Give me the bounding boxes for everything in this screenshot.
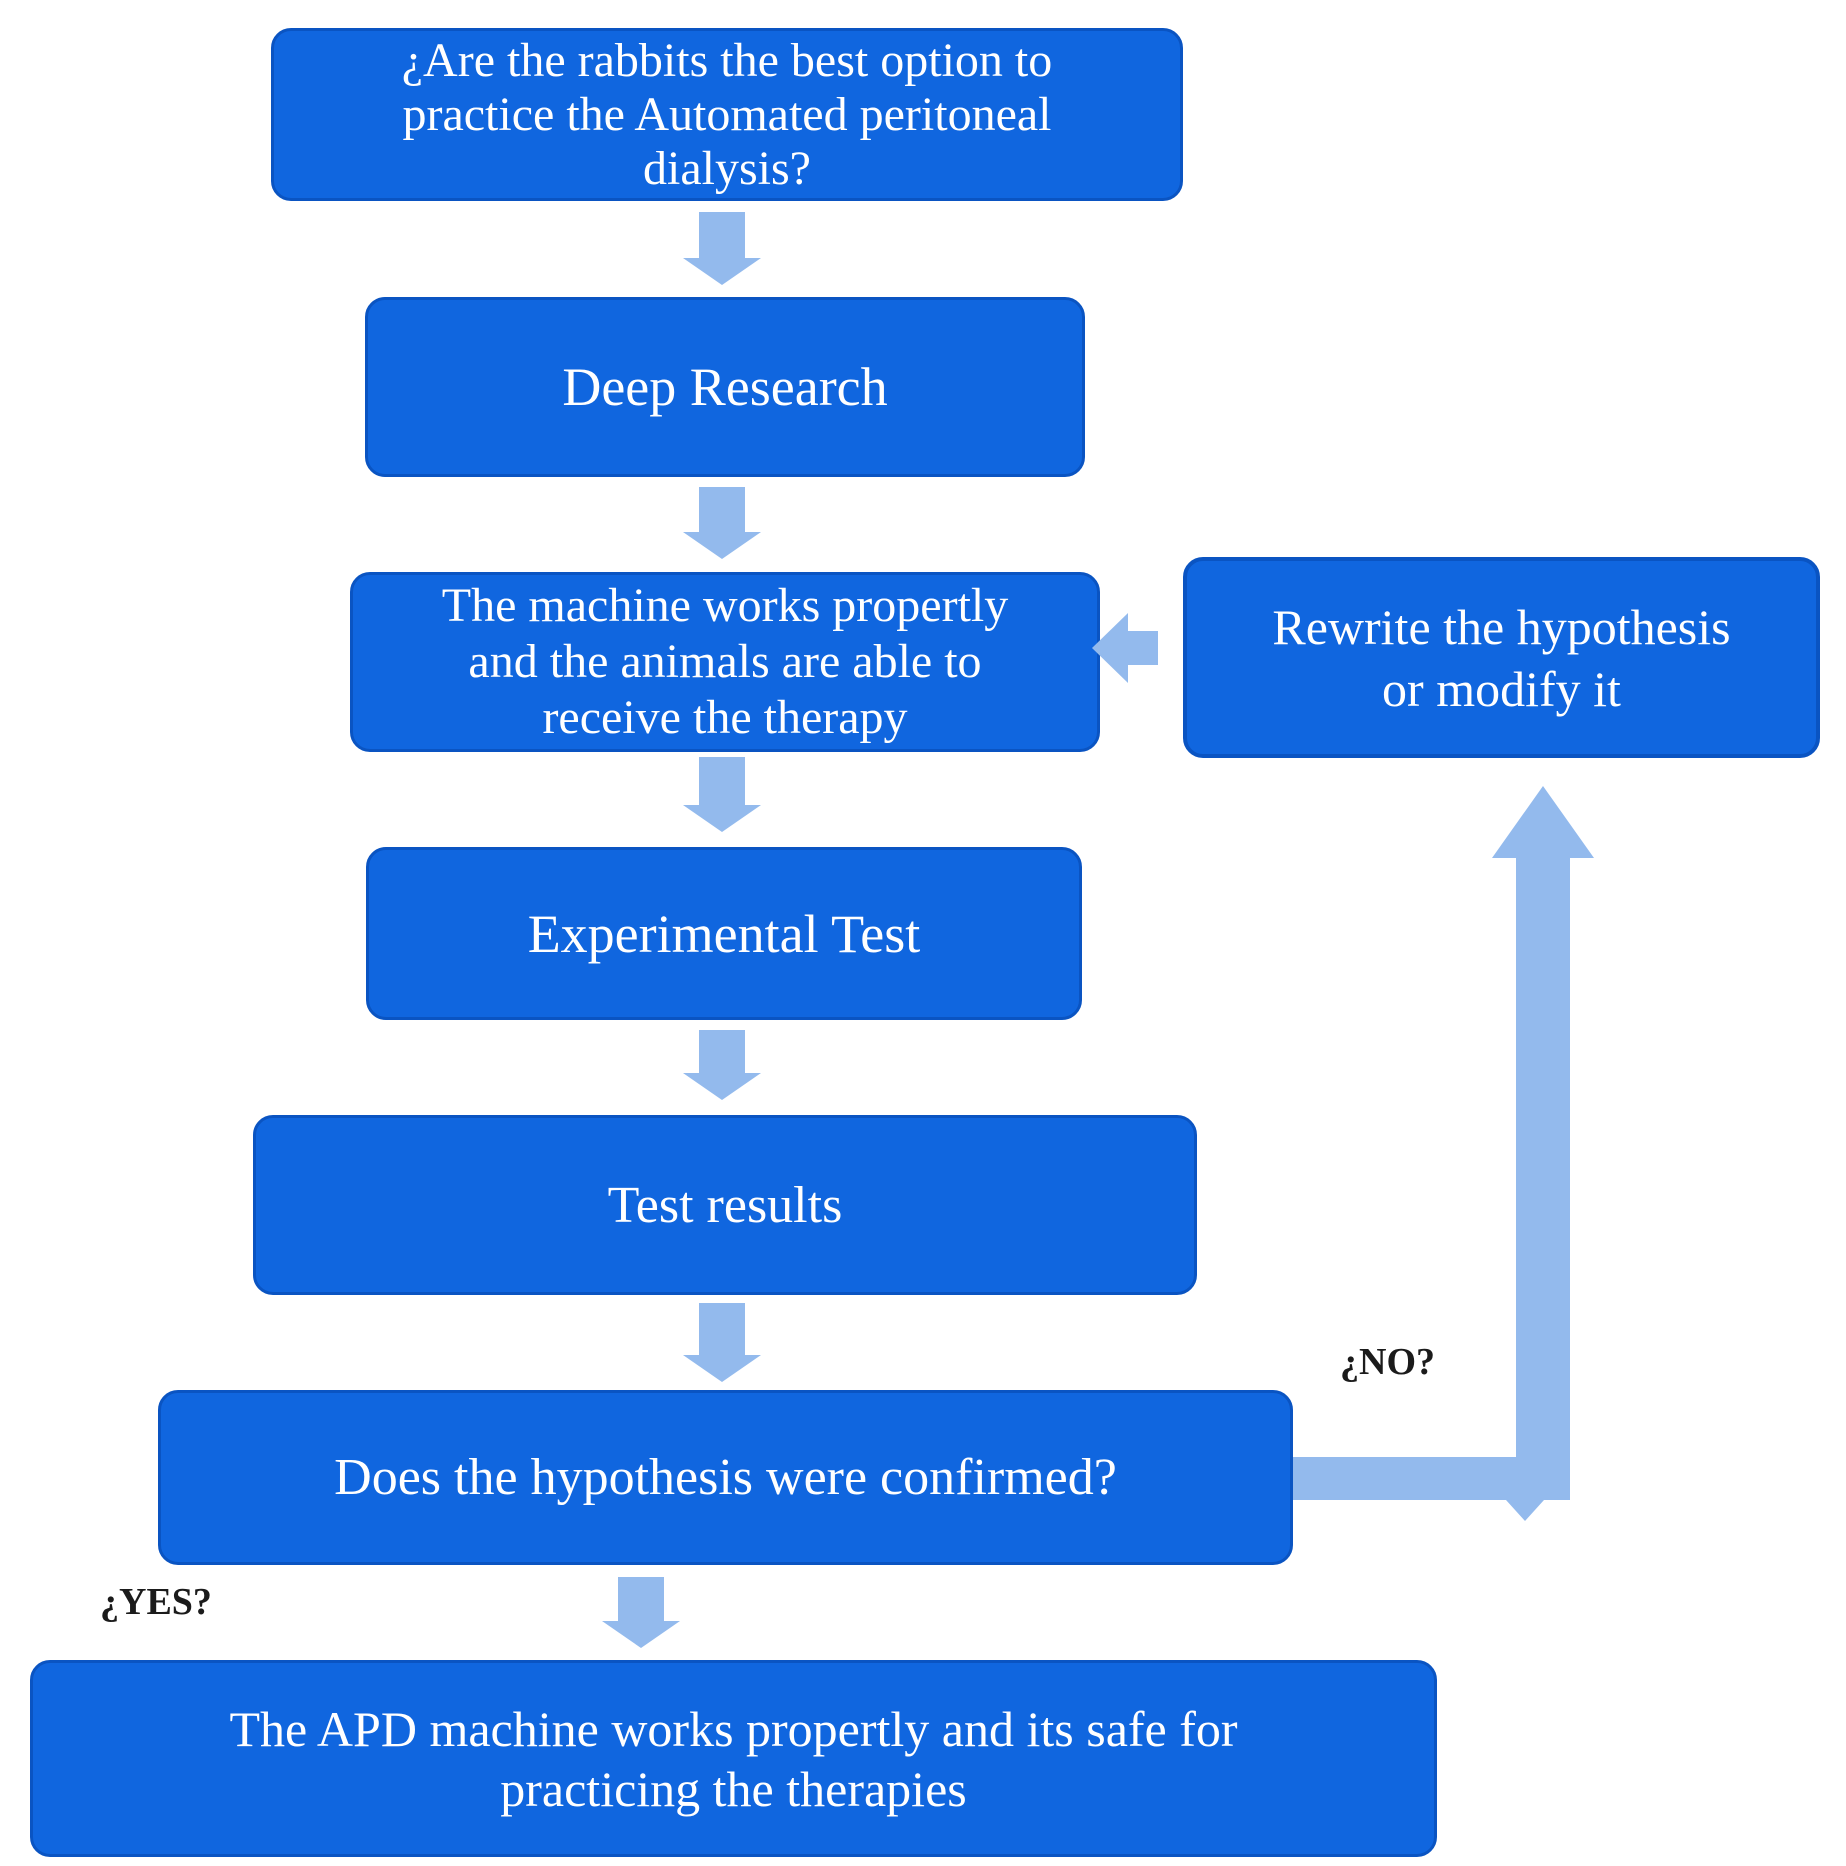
arrow-head [602, 1621, 680, 1648]
arrow-head [683, 532, 761, 559]
node-rewrite-hypothesis: Rewrite the hypothesis or modify it [1183, 557, 1820, 758]
arrow-shaft [618, 1577, 664, 1621]
arrow-corner-notch [1506, 1500, 1544, 1521]
arrow-head [683, 258, 761, 285]
node-experimental-test-label: Experimental Test [527, 903, 921, 964]
arrow-shaft [699, 1030, 745, 1073]
down-arrow-icon [683, 1030, 761, 1100]
arrow-head [1492, 786, 1594, 858]
node-hypothesis-confirmed: Does the hypothesis were confirmed? [158, 1390, 1293, 1565]
node-hypothesis-confirmed-label: Does the hypothesis were confirmed? [334, 1449, 1117, 1506]
arrow-head [1092, 613, 1128, 683]
edge-label-yes: ¿YES? [100, 1581, 212, 1623]
node-question: ¿Are the rabbits the best option to prac… [271, 28, 1183, 201]
node-test-results: Test results [253, 1115, 1197, 1295]
node-machine-works-label: The machine works propertly and the anim… [441, 579, 1009, 744]
edge-label-no: ¿NO? [1340, 1341, 1435, 1383]
node-test-results-label: Test results [607, 1176, 843, 1234]
node-conclusion-label: The APD machine works propertly and its … [229, 1700, 1238, 1817]
arrow-vertical-segment [1516, 856, 1570, 1500]
node-question-label: ¿Are the rabbits the best option to prac… [401, 33, 1053, 195]
node-experimental-test: Experimental Test [366, 847, 1082, 1020]
arrow-shaft [699, 1303, 745, 1355]
arrow-shaft [699, 212, 745, 258]
down-arrow-icon [683, 487, 761, 559]
arrow-head [683, 1355, 761, 1382]
arrow-head [683, 805, 761, 832]
arrow-shaft [699, 487, 745, 532]
down-arrow-icon [683, 212, 761, 285]
node-machine-works: The machine works propertly and the anim… [350, 572, 1100, 752]
down-arrow-icon [683, 757, 761, 832]
node-conclusion: The APD machine works propertly and its … [30, 1660, 1437, 1857]
left-arrow-icon [1092, 613, 1158, 683]
node-deep-research-label: Deep Research [562, 357, 888, 417]
arrow-shaft [1128, 631, 1158, 665]
arrow-head [683, 1073, 761, 1100]
node-rewrite-hypothesis-label: Rewrite the hypothesis or modify it [1272, 598, 1731, 717]
node-deep-research: Deep Research [365, 297, 1085, 477]
arrow-shaft [699, 757, 745, 805]
down-arrow-icon [602, 1577, 680, 1648]
down-arrow-icon [683, 1303, 761, 1382]
